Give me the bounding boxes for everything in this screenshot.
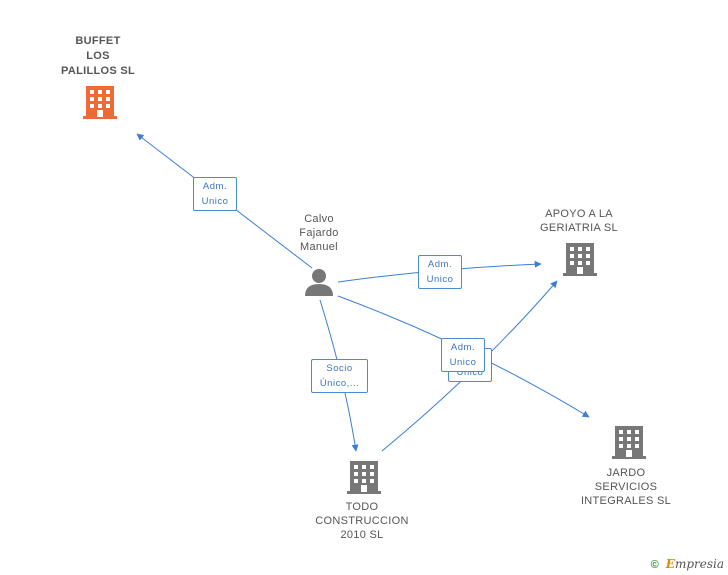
node-label-buffet[interactable]: BUFFET LOS PALILLOS SL [61,35,135,77]
node-label-todo[interactable]: TODO CONSTRUCCION 2010 SL [315,501,409,541]
edge-label-socio-todo[interactable]: Socio Único,... [311,359,368,393]
copyright-icon: © [650,559,659,571]
footer-brand: © Empresia [651,557,724,571]
brand-logo: Empresia [665,557,724,571]
edge-label-adm-jardo[interactable]: Adm. Unico [441,338,485,372]
node-label-person[interactable]: Calvo Fajardo Manuel [299,213,339,253]
edge-label-adm-apoyo[interactable]: Adm. Unico [418,255,462,289]
node-label-apoyo[interactable]: APOYO A LA GERIATRIA SL [540,208,618,234]
node-label-jardo[interactable]: JARDO SERVICIOS INTEGRALES SL [580,467,672,507]
edge-label-adm-buffet[interactable]: Adm. Unico [193,177,237,211]
person-icon [305,269,333,296]
